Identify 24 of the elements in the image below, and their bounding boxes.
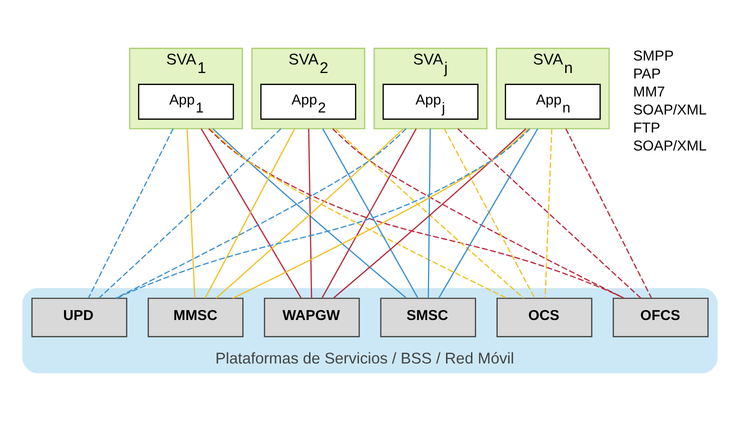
connector [544, 128, 552, 298]
connector [186, 128, 196, 298]
connector [428, 128, 431, 298]
legend-label: FTP [633, 120, 660, 136]
connector [116, 128, 407, 299]
legend-label: SOAP/XML [633, 138, 707, 154]
connector [116, 128, 530, 299]
node-box: OCS [496, 298, 592, 338]
node-box: SMSC [380, 298, 476, 338]
node-box: OFCS [612, 298, 709, 338]
legend-label: SMPP [633, 48, 674, 64]
legend-label: SOAP/XML [633, 102, 707, 118]
connector [98, 128, 282, 299]
connector [208, 128, 625, 299]
node-box: UPD [31, 298, 128, 338]
node-box: MMSC [148, 298, 244, 338]
legend-label: MM7 [633, 84, 666, 100]
connector [88, 128, 174, 298]
connector [457, 128, 642, 299]
connector [332, 128, 624, 299]
connector [565, 128, 652, 298]
legend-label: PAP [633, 66, 661, 82]
connector [308, 128, 312, 298]
node-box: WAPGW [264, 298, 360, 338]
